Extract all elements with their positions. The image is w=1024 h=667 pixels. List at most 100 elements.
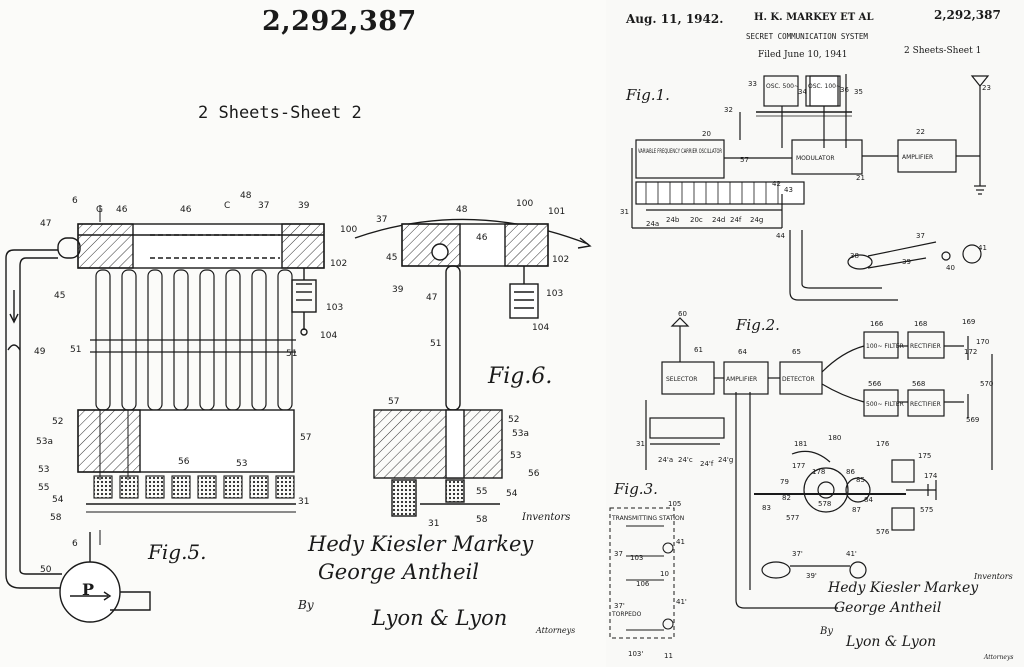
svg-text:53: 53 (510, 451, 521, 461)
svg-text:54: 54 (52, 495, 64, 505)
sheet1-reference-numerals: 343336 352332 202257 214243 3124a24b 20c… (614, 80, 993, 660)
fig5-fig6-drawing: 6 47 G 46 46 C 48 37 39 100 102 103 104 … (0, 0, 606, 667)
svg-text:11: 11 (664, 652, 673, 660)
fig1-transmitter-diagram (632, 74, 988, 300)
fig2-receiver-diagram (646, 318, 992, 608)
inventors-label: Inventors (522, 512, 570, 523)
sheet1-inventor-signature-2: George Antheil (834, 600, 941, 616)
patent-sheet-1: Aug. 11, 1942. H. K. MARKEY ET AL 2,292,… (606, 0, 1024, 667)
svg-text:39: 39 (392, 285, 404, 295)
svg-text:84: 84 (864, 496, 873, 504)
svg-text:22: 22 (916, 128, 925, 136)
svg-text:33: 33 (748, 80, 757, 88)
svg-text:47: 47 (426, 293, 437, 303)
svg-text:577: 577 (786, 514, 799, 522)
svg-text:24g: 24g (750, 216, 763, 224)
svg-text:83: 83 (762, 504, 771, 512)
block-vfo: VARIABLE FREQUENCY CARRIER OSCILLATOR (638, 148, 722, 155)
svg-text:24d: 24d (712, 216, 725, 224)
svg-text:103: 103 (546, 289, 563, 299)
svg-text:578: 578 (818, 500, 831, 508)
svg-text:177: 177 (792, 462, 805, 470)
sheet1-attorneys-label: Attorneys (984, 654, 1013, 661)
svg-text:52: 52 (52, 417, 63, 427)
svg-text:57: 57 (300, 433, 311, 443)
svg-text:6: 6 (72, 196, 78, 206)
svg-text:172: 172 (964, 348, 977, 356)
svg-text:52: 52 (508, 415, 519, 425)
block-osc-500: OSC. 500~ (766, 83, 799, 90)
svg-text:C: C (224, 201, 230, 211)
svg-text:170: 170 (976, 338, 989, 346)
svg-text:20c: 20c (690, 216, 703, 224)
block-modulator: MODULATOR (796, 155, 835, 162)
svg-text:53a: 53a (36, 437, 53, 447)
svg-text:104: 104 (320, 331, 337, 341)
svg-text:44: 44 (776, 232, 785, 240)
pump-label: P (82, 580, 94, 599)
fig3-label: Fig.3. (614, 480, 658, 498)
svg-text:82: 82 (782, 494, 791, 502)
svg-text:103: 103 (630, 554, 643, 562)
svg-text:41': 41' (676, 598, 687, 606)
attorney-signature: Lyon & Lyon (372, 606, 507, 630)
svg-text:36: 36 (840, 86, 849, 94)
svg-text:41: 41 (676, 538, 685, 546)
svg-text:566: 566 (868, 380, 882, 388)
svg-text:24'c: 24'c (678, 456, 693, 464)
svg-text:24f: 24f (730, 216, 742, 224)
svg-text:34: 34 (798, 88, 807, 96)
svg-text:575: 575 (920, 506, 933, 514)
patent-sheet-2: 2,292,387 2 Sheets-Sheet 2 (0, 0, 606, 667)
svg-text:103: 103 (326, 303, 343, 313)
svg-text:181: 181 (794, 440, 807, 448)
svg-text:55: 55 (38, 483, 49, 493)
svg-text:24'a: 24'a (658, 456, 673, 464)
svg-text:58: 58 (476, 515, 488, 525)
svg-text:175: 175 (918, 452, 931, 460)
svg-text:32: 32 (724, 106, 733, 114)
svg-text:79: 79 (780, 478, 789, 486)
svg-text:100: 100 (516, 199, 533, 209)
block-filter-100: 100~ FILTER (866, 343, 904, 350)
svg-text:168: 168 (914, 320, 927, 328)
svg-text:569: 569 (966, 416, 979, 424)
svg-text:576: 576 (876, 528, 890, 536)
block-osc-100: OSC. 100~ (808, 83, 841, 90)
svg-text:174: 174 (924, 472, 938, 480)
sheet1-by-label: By (820, 626, 833, 637)
svg-text:103': 103' (628, 650, 643, 658)
svg-text:169: 169 (962, 318, 975, 326)
svg-text:60: 60 (678, 310, 687, 318)
svg-text:61: 61 (694, 346, 703, 354)
svg-text:101: 101 (548, 207, 565, 217)
svg-text:24'f: 24'f (700, 460, 714, 468)
sheet1-inventors-label: Inventors (974, 572, 1013, 581)
svg-text:6: 6 (72, 539, 78, 549)
svg-text:180: 180 (828, 434, 841, 442)
block-filter-500: 500~ FILTER (866, 401, 904, 408)
fig5-label: Fig.5. (148, 540, 207, 564)
svg-text:24'g: 24'g (718, 456, 733, 464)
svg-text:87: 87 (852, 506, 861, 514)
svg-text:45: 45 (54, 291, 65, 301)
svg-text:41: 41 (978, 244, 987, 252)
svg-text:57: 57 (740, 156, 749, 164)
svg-text:31: 31 (298, 497, 309, 507)
sheet1-inventor-signature-1: Hedy Kiesler Markey (828, 580, 978, 596)
svg-text:176: 176 (876, 440, 890, 448)
svg-text:39: 39 (902, 258, 911, 266)
svg-text:37': 37' (792, 550, 803, 558)
block-rectifier-1: RECTIFIER (910, 343, 941, 350)
fig2-label: Fig.2. (736, 316, 780, 334)
svg-text:G: G (96, 205, 103, 215)
svg-text:46: 46 (180, 205, 192, 215)
block-labels: OSC. 100~ OSC. 500~ VARIABLE FREQUENCY C… (611, 83, 941, 618)
svg-text:39: 39 (298, 201, 310, 211)
svg-text:51: 51 (430, 339, 441, 349)
block-amplifier-2: AMPLIFIER (726, 376, 757, 383)
svg-text:48: 48 (240, 191, 252, 201)
svg-text:37': 37' (614, 602, 625, 610)
fig1-label: Fig.1. (626, 86, 670, 104)
svg-text:55: 55 (476, 487, 487, 497)
